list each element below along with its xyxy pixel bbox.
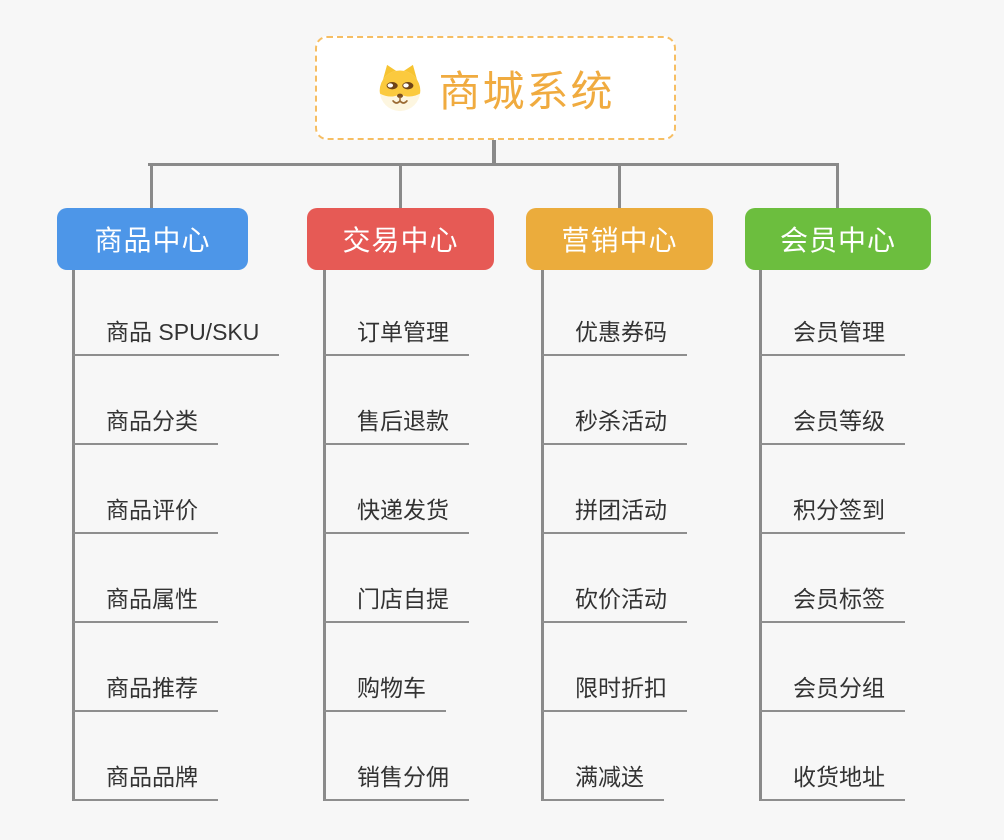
leaf-node[interactable]: 购物车 — [324, 666, 446, 712]
leaf-node[interactable]: 收货地址 — [760, 755, 905, 801]
leaf-node[interactable]: 商品评价 — [73, 488, 218, 534]
branch-node-trade-center[interactable]: 交易中心 — [307, 208, 494, 270]
leaf-node[interactable]: 商品品牌 — [73, 755, 218, 801]
leaf-node[interactable]: 会员分组 — [760, 666, 905, 712]
leaf-node[interactable]: 商品分类 — [73, 399, 218, 445]
leaf-node[interactable]: 秒杀活动 — [542, 399, 687, 445]
connector-branch-drop — [618, 166, 621, 208]
connector-root-drop — [492, 140, 496, 163]
connector-branch-drop — [836, 166, 839, 208]
root-node[interactable]: 商城系统 — [315, 36, 676, 140]
dog-face-icon — [380, 64, 421, 112]
leaf-node[interactable]: 销售分佣 — [324, 755, 469, 801]
branch-children-member-center: 会员管理 会员等级 积分签到 会员标签 会员分组 收货地址 — [759, 270, 1004, 815]
branch-node-marketing-center[interactable]: 营销中心 — [526, 208, 713, 270]
leaf-node[interactable]: 门店自提 — [324, 577, 469, 623]
connector-branch-drop — [399, 166, 402, 208]
leaf-node[interactable]: 砍价活动 — [542, 577, 687, 623]
connector-trunk — [759, 270, 762, 801]
branch-children-marketing-center: 优惠券码 秒杀活动 拼团活动 砍价活动 限时折扣 满减送 — [541, 270, 791, 815]
dog-eyes — [387, 82, 414, 90]
leaf-node[interactable]: 快递发货 — [324, 488, 469, 534]
connector-horizontal-bus — [148, 163, 839, 166]
leaf-node[interactable]: 限时折扣 — [542, 666, 687, 712]
connector-trunk — [72, 270, 75, 801]
leaf-node[interactable]: 会员标签 — [760, 577, 905, 623]
leaf-node[interactable]: 会员管理 — [760, 310, 905, 356]
leaf-node[interactable]: 会员等级 — [760, 399, 905, 445]
root-title: 商城系统 — [438, 67, 615, 115]
connector-trunk — [541, 270, 544, 801]
leaf-node[interactable]: 商品推荐 — [73, 666, 218, 712]
leaf-node[interactable]: 积分签到 — [760, 488, 905, 534]
leaf-node[interactable]: 商品 SPU/SKU — [73, 310, 280, 356]
leaf-node[interactable]: 商品属性 — [73, 577, 218, 623]
branch-children-product-center: 商品 SPU/SKU 商品分类 商品评价 商品属性 商品推荐 商品品牌 — [72, 270, 322, 815]
connector-branch-drop — [150, 166, 153, 208]
branch-node-product-center[interactable]: 商品中心 — [57, 208, 248, 270]
connector-trunk — [323, 270, 326, 801]
leaf-node[interactable]: 售后退款 — [324, 399, 469, 445]
branch-children-trade-center: 订单管理 售后退款 快递发货 门店自提 购物车 销售分佣 — [323, 270, 573, 815]
leaf-node[interactable]: 优惠券码 — [542, 310, 687, 356]
leaf-node[interactable]: 订单管理 — [324, 310, 469, 356]
branch-node-member-center[interactable]: 会员中心 — [745, 208, 931, 270]
leaf-node[interactable]: 拼团活动 — [542, 488, 687, 534]
leaf-node[interactable]: 满减送 — [542, 755, 664, 801]
